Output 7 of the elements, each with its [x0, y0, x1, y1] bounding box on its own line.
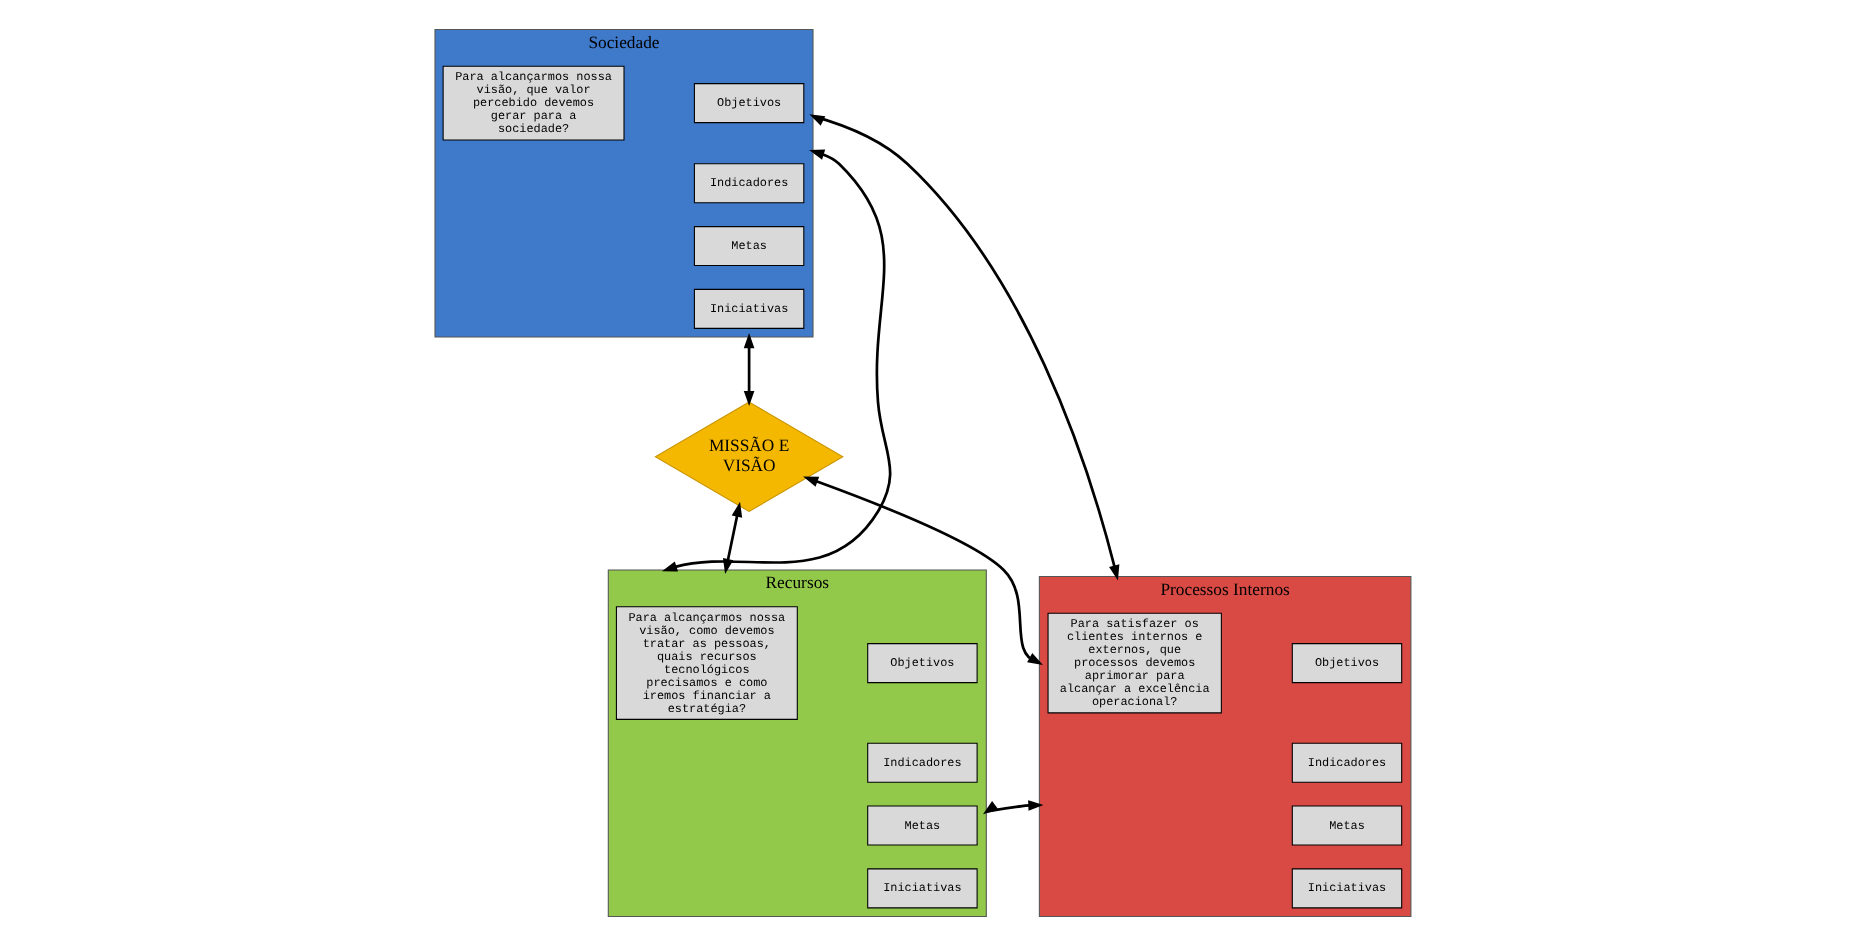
arrow — [802, 476, 1042, 666]
node-diamond: MISSÃO E VISÃO — [653, 401, 843, 513]
arrow — [982, 800, 1043, 815]
arrow — [808, 114, 1119, 581]
arrow — [721, 501, 742, 574]
arrow — [660, 149, 891, 572]
arrow — [742, 332, 754, 407]
